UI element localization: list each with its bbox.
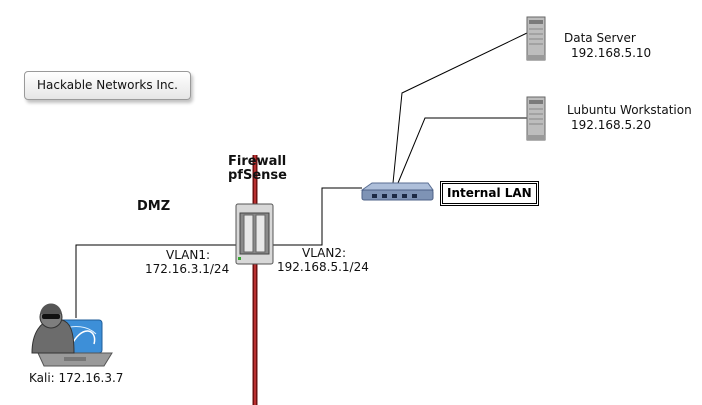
link-kali-firewall <box>75 244 240 318</box>
link-switch-dataserver <box>392 32 528 184</box>
company-label: Hackable Networks Inc. <box>24 71 191 100</box>
vlan1-ip: 172.16.3.1/24 <box>145 262 230 276</box>
data-server-ip: 192.168.5.10 <box>571 46 652 60</box>
vlan2-ip: 192.168.5.1/24 <box>277 260 369 274</box>
kali-laptop-icon <box>31 303 113 367</box>
data-server-name: Data Server <box>564 31 636 45</box>
data-server-icon <box>526 16 546 61</box>
firewall-title: Firewall <box>228 154 287 169</box>
kali-label: Kali: 172.16.3.7 <box>29 371 124 385</box>
internal-lan-label: Internal LAN <box>440 181 539 206</box>
dmz-label: DMZ <box>137 199 171 214</box>
firewall-subtitle: pfSense <box>228 168 287 183</box>
workstation-name: Lubuntu Workstation <box>567 103 692 117</box>
workstation-ip: 192.168.5.20 <box>571 118 652 132</box>
link-firewall-switch <box>271 187 362 246</box>
link-switch-workstation <box>397 117 527 184</box>
vlan1-name: VLAN1: <box>166 248 211 262</box>
workstation-icon <box>526 96 546 141</box>
vlan2-name: VLAN2: <box>302 246 347 260</box>
firewall-device-icon <box>235 203 274 265</box>
switch-icon <box>360 182 434 201</box>
